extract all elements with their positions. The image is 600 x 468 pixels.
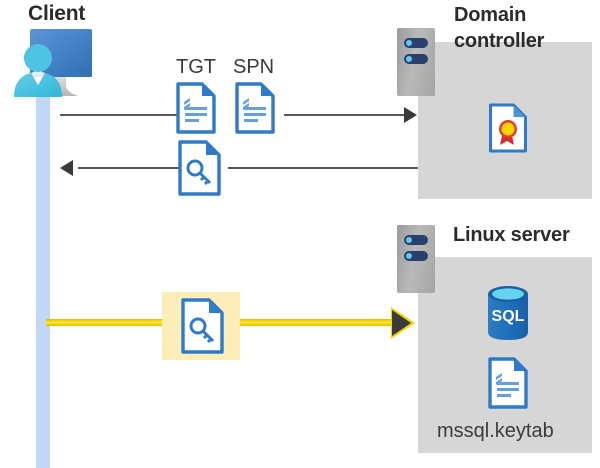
spn-label: SPN xyxy=(233,56,275,78)
linux-server-label: Linux server xyxy=(453,224,570,246)
keytab-document-icon xyxy=(487,357,529,414)
service-ticket-arrow-head xyxy=(392,310,411,336)
certificate-document-icon xyxy=(488,103,528,158)
text-document-icon xyxy=(234,82,276,139)
key-document-icon xyxy=(180,298,226,359)
response-arrow-segment-right xyxy=(228,167,418,169)
server-rack-icon xyxy=(397,225,435,293)
client-lifeline xyxy=(36,92,50,468)
rack-led xyxy=(404,235,428,245)
text-document-icon xyxy=(175,82,217,139)
rack-led xyxy=(404,38,428,48)
tgt-label: TGT xyxy=(176,56,216,78)
request-arrow-segment-left xyxy=(60,114,180,116)
request-arrow-segment-right xyxy=(284,114,408,116)
svg-text:SQL: SQL xyxy=(492,308,525,325)
server-rack-icon xyxy=(397,28,435,96)
response-arrow-segment-left xyxy=(78,167,182,169)
service-ticket-arrow-segment-right xyxy=(240,319,395,326)
request-arrow-head xyxy=(404,107,417,123)
response-arrow-head xyxy=(60,160,73,176)
keytab-filename-label: mssql.keytab xyxy=(437,420,554,442)
service-ticket-arrow-segment-left xyxy=(46,319,162,326)
user-computer-icon xyxy=(10,25,106,110)
client-label: Client xyxy=(28,2,86,25)
sql-database-icon: SQL xyxy=(484,285,532,346)
key-document-icon xyxy=(177,140,223,201)
rack-led xyxy=(404,54,428,64)
rack-led xyxy=(404,251,428,261)
domain-controller-label: Domain controller xyxy=(454,4,545,52)
